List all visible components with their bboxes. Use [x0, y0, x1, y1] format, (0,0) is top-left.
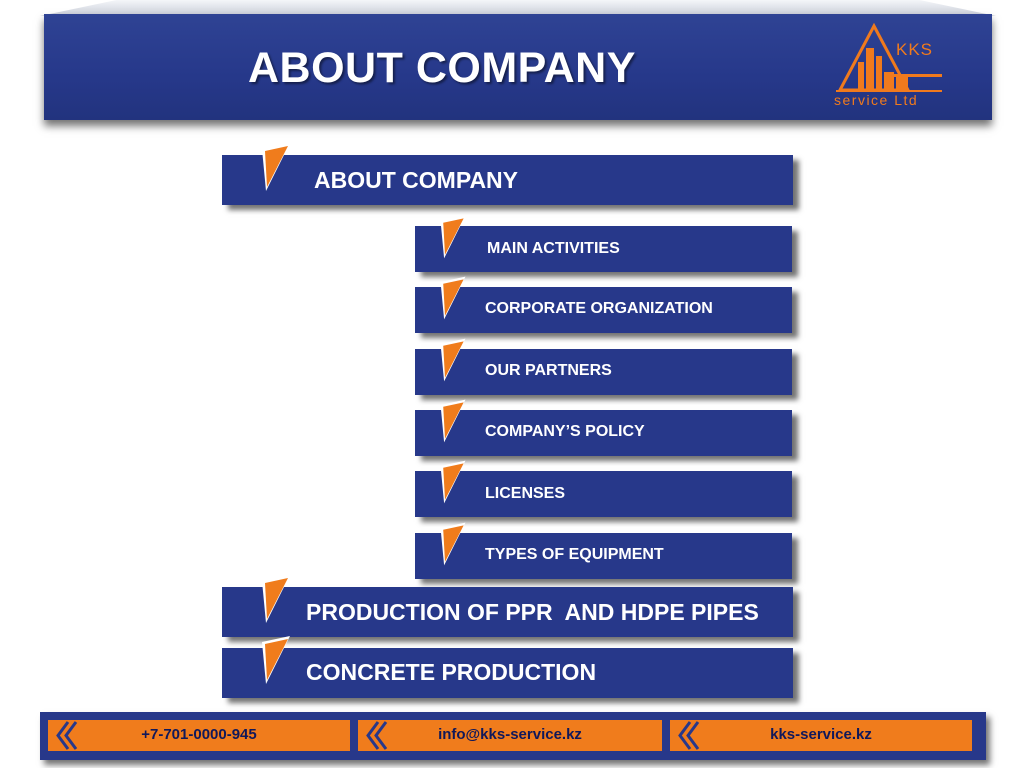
- menu-item-production-pipes[interactable]: PRODUCTION OF PPR AND HDPE PIPES: [222, 575, 793, 637]
- kks-tower-icon: [836, 22, 942, 92]
- orange-flag-icon: [262, 575, 290, 623]
- sub-item-corporate-organization[interactable]: CORPORATE ORGANIZATION: [415, 276, 792, 333]
- orange-flag-icon: [440, 276, 466, 320]
- footer-website[interactable]: kks-service.kz: [670, 720, 972, 751]
- website-link: kks-service.kz: [770, 726, 872, 743]
- email-link: info@kks-service.kz: [438, 726, 582, 743]
- sub-item-label: COMPANY’S POLICY: [485, 423, 645, 440]
- sub-item-licenses[interactable]: LICENSES: [415, 460, 792, 517]
- page-title: ABOUT COMPANY: [248, 44, 636, 92]
- double-chevron-icon: [366, 721, 388, 750]
- sub-item-label: OUR PARTNERS: [485, 362, 612, 379]
- sub-item-label: TYPES OF EQUIPMENT: [485, 546, 664, 563]
- footer-phone[interactable]: +7-701-0000-945: [48, 720, 350, 751]
- orange-flag-icon: [262, 636, 290, 684]
- menu-label: CONCRETE PRODUCTION: [306, 659, 597, 685]
- phone-number: +7-701-0000-945: [141, 726, 257, 743]
- sub-item-types-of-equipment[interactable]: TYPES OF EQUIPMENT: [415, 522, 792, 579]
- footer-email[interactable]: info@kks-service.kz: [358, 720, 662, 751]
- logo-text-kks: KKS: [896, 40, 934, 59]
- sub-item-label: MAIN ACTIVITIES: [487, 240, 620, 257]
- sub-item-company-policy[interactable]: COMPANY’S POLICY: [415, 399, 792, 456]
- orange-flag-icon: [440, 460, 466, 504]
- double-chevron-icon: [678, 721, 700, 750]
- orange-flag-icon: [262, 143, 290, 191]
- double-chevron-icon: [56, 721, 78, 750]
- sub-item-main-activities[interactable]: MAIN ACTIVITIES: [415, 215, 792, 272]
- menu-label: PRODUCTION OF PPR AND HDPE PIPES: [306, 599, 759, 625]
- header-top-bevel: [40, 0, 996, 16]
- menu-item-about-company[interactable]: ABOUT COMPANY: [222, 143, 793, 205]
- company-logo[interactable]: KKS service Ltd: [830, 22, 950, 114]
- menu-item-concrete-production[interactable]: CONCRETE PRODUCTION: [222, 636, 793, 698]
- orange-flag-icon: [440, 338, 466, 382]
- orange-flag-icon: [440, 399, 466, 443]
- sub-item-our-partners[interactable]: OUR PARTNERS: [415, 338, 792, 395]
- logo-text-service: service Ltd: [834, 92, 919, 108]
- orange-flag-icon: [440, 215, 466, 259]
- footer-bar: +7-701-0000-945 info@kks-service.kz kks-…: [40, 712, 986, 760]
- sub-item-label: LICENSES: [485, 485, 566, 502]
- menu-label: ABOUT COMPANY: [314, 167, 519, 193]
- header-banner: ABOUT COMPANY: [44, 14, 992, 120]
- orange-flag-icon: [440, 522, 466, 566]
- sub-item-label: CORPORATE ORGANIZATION: [485, 300, 713, 317]
